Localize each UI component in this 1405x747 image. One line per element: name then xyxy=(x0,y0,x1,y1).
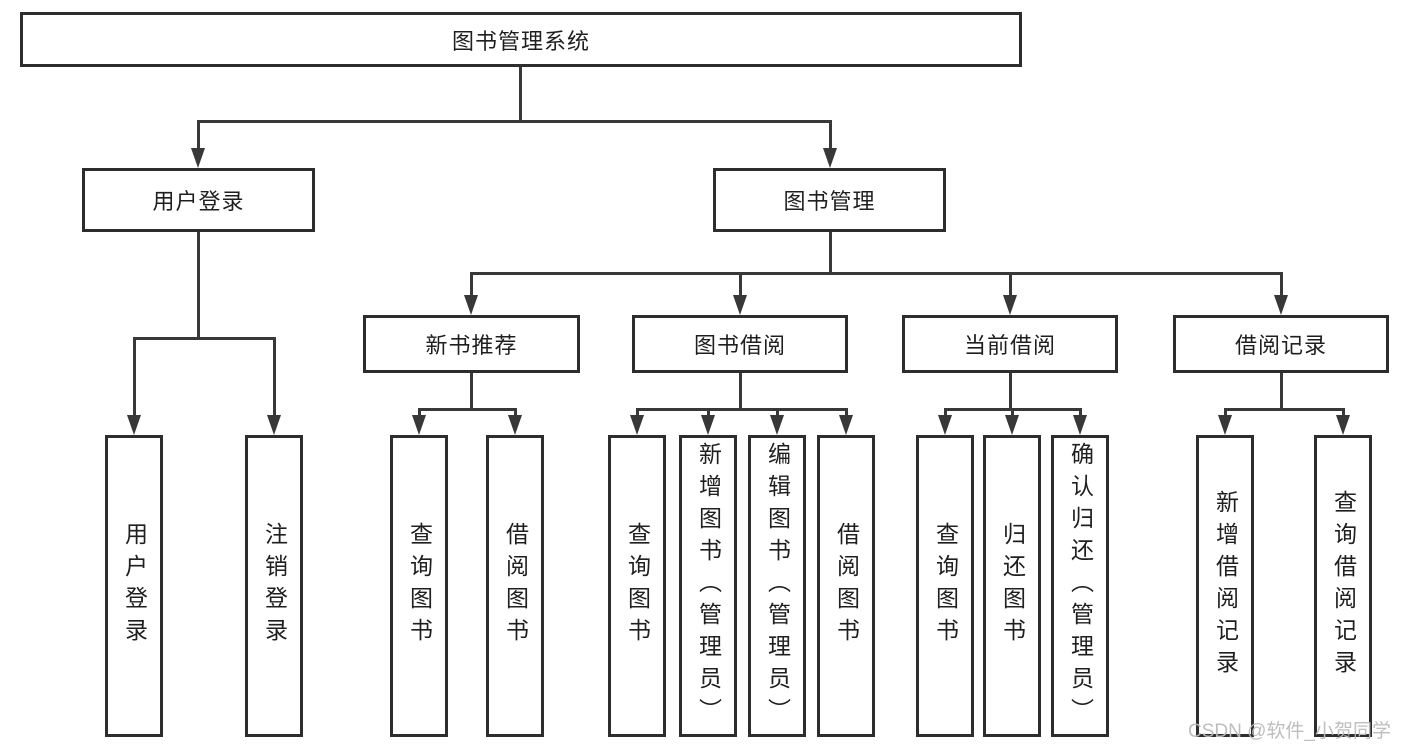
leaf-user-login-label: 用户登录 xyxy=(121,522,148,650)
connector-drop-add-book xyxy=(707,408,710,416)
node-new-book-recommend: 新书推荐 xyxy=(363,315,580,373)
arrowhead-current-borrow xyxy=(1003,295,1017,315)
leaf-query-books-1-label: 查询图书 xyxy=(406,522,433,650)
leaf-add-book-admin: 新增图书（管理员） xyxy=(679,435,737,737)
arrowhead-confirm-return xyxy=(1073,415,1087,435)
arrowhead-borrow-records xyxy=(1274,295,1288,315)
leaf-add-borrow-record-label: 新增借阅记录 xyxy=(1212,490,1239,682)
node-current-borrow: 当前借阅 xyxy=(902,315,1118,373)
node-book-management: 图书管理 xyxy=(713,168,946,232)
connector-drop-book-management xyxy=(829,120,832,148)
connector-drop-user-login xyxy=(197,120,200,148)
connector-book-borrow-stem xyxy=(739,373,742,408)
connector-drop-new-book-recommend xyxy=(470,272,473,295)
connector-drop-borrow-books-1 xyxy=(514,408,517,416)
leaf-query-borrow-record: 查询借阅记录 xyxy=(1314,435,1372,737)
connector-new-book-recommend-bus xyxy=(418,408,517,411)
connector-drop-confirm-return xyxy=(1079,408,1082,416)
leaf-logout-label: 注销登录 xyxy=(261,522,288,650)
leaf-add-book-admin-label: 新增图书（管理员） xyxy=(695,442,722,730)
leaf-query-books-3-label: 查询图书 xyxy=(932,522,959,650)
node-new-book-recommend-label: 新书推荐 xyxy=(425,333,518,358)
leaf-query-books-1: 查询图书 xyxy=(390,435,448,737)
connector-drop-borrow-records xyxy=(1280,272,1283,295)
leaf-confirm-return-admin-label: 确认归还（管理员） xyxy=(1067,442,1094,730)
connector-new-book-recommend-stem xyxy=(470,373,473,408)
connector-book-management-bus xyxy=(470,272,1282,275)
node-borrow-records-label: 借阅记录 xyxy=(1234,333,1327,358)
connector-root-stem xyxy=(519,67,522,123)
connector-drop-query-books-2 xyxy=(636,408,639,416)
connector-current-borrow-stem xyxy=(1009,373,1012,408)
connector-user-login-bus xyxy=(133,337,276,340)
arrowhead-borrow-books-2 xyxy=(839,415,853,435)
connector-book-management-stem xyxy=(829,232,832,272)
arrowhead-add-book xyxy=(701,415,715,435)
connector-drop-return-book xyxy=(1011,408,1014,416)
connector-drop-leaf-user-login xyxy=(133,337,136,415)
arrowhead-query-books-1 xyxy=(412,415,426,435)
leaf-edit-book-admin-label: 编辑图书（管理员） xyxy=(764,442,791,730)
connector-drop-edit-book xyxy=(776,408,779,416)
leaf-edit-book-admin: 编辑图书（管理员） xyxy=(748,435,806,737)
leaf-confirm-return-admin: 确认归还（管理员） xyxy=(1051,435,1109,737)
arrowhead-add-borrow-record xyxy=(1218,415,1232,435)
arrowhead-query-books-3 xyxy=(938,415,952,435)
connector-drop-borrow-books-2 xyxy=(845,408,848,416)
leaf-borrow-books-2: 借阅图书 xyxy=(817,435,875,737)
arrowhead-leaf-logout xyxy=(267,415,281,435)
connector-drop-query-borrow-record xyxy=(1342,408,1345,416)
leaf-borrow-books-1: 借阅图书 xyxy=(486,435,544,737)
connector-drop-current-borrow xyxy=(1009,272,1012,295)
node-book-borrow-label: 图书借阅 xyxy=(693,333,786,358)
arrowhead-new-book-recommend xyxy=(464,295,478,315)
arrowhead-book-borrow xyxy=(733,295,747,315)
arrowhead-leaf-user-login xyxy=(127,415,141,435)
node-user-login-label: 用户登录 xyxy=(152,189,245,214)
connector-drop-add-borrow-record xyxy=(1224,408,1227,416)
leaf-user-login: 用户登录 xyxy=(105,435,163,737)
leaf-logout: 注销登录 xyxy=(245,435,303,737)
node-borrow-records: 借阅记录 xyxy=(1173,315,1389,373)
connector-drop-book-borrow xyxy=(739,272,742,295)
arrowhead-user-login xyxy=(191,148,205,168)
leaf-borrow-books-2-label: 借阅图书 xyxy=(833,522,860,650)
connector-book-borrow-bus xyxy=(636,408,847,411)
leaf-add-borrow-record: 新增借阅记录 xyxy=(1196,435,1254,737)
leaf-query-books-2-label: 查询图书 xyxy=(624,522,651,650)
connector-drop-query-books-3 xyxy=(944,408,947,416)
arrowhead-query-borrow-record xyxy=(1336,415,1350,435)
csdn-watermark: CSDN @软件_小贺同学 xyxy=(1188,721,1391,742)
arrowhead-edit-book xyxy=(770,415,784,435)
node-current-borrow-label: 当前借阅 xyxy=(963,333,1056,358)
node-user-login: 用户登录 xyxy=(82,168,315,232)
connector-borrow-records-stem xyxy=(1280,373,1283,408)
node-root-label: 图书管理系统 xyxy=(451,28,590,54)
node-book-management-label: 图书管理 xyxy=(783,189,876,214)
connector-user-login-stem xyxy=(197,232,200,337)
connector-drop-query-books-1 xyxy=(418,408,421,416)
arrowhead-borrow-books-1 xyxy=(508,415,522,435)
node-root: 图书管理系统 xyxy=(20,12,1022,67)
leaf-return-book: 归还图书 xyxy=(983,435,1041,737)
leaf-return-book-label: 归还图书 xyxy=(999,522,1026,650)
leaf-query-borrow-record-label: 查询借阅记录 xyxy=(1330,490,1357,682)
connector-borrow-records-bus xyxy=(1224,408,1344,411)
arrowhead-return-book xyxy=(1005,415,1019,435)
leaf-query-books-3: 查询图书 xyxy=(916,435,974,737)
arrowhead-book-management xyxy=(823,148,837,168)
node-book-borrow: 图书借阅 xyxy=(632,315,848,373)
leaf-borrow-books-1-label: 借阅图书 xyxy=(502,522,529,650)
connector-drop-leaf-logout xyxy=(273,337,276,415)
arrowhead-query-books-2 xyxy=(630,415,644,435)
connector-root-bus xyxy=(197,120,832,123)
leaf-query-books-2: 查询图书 xyxy=(608,435,666,737)
